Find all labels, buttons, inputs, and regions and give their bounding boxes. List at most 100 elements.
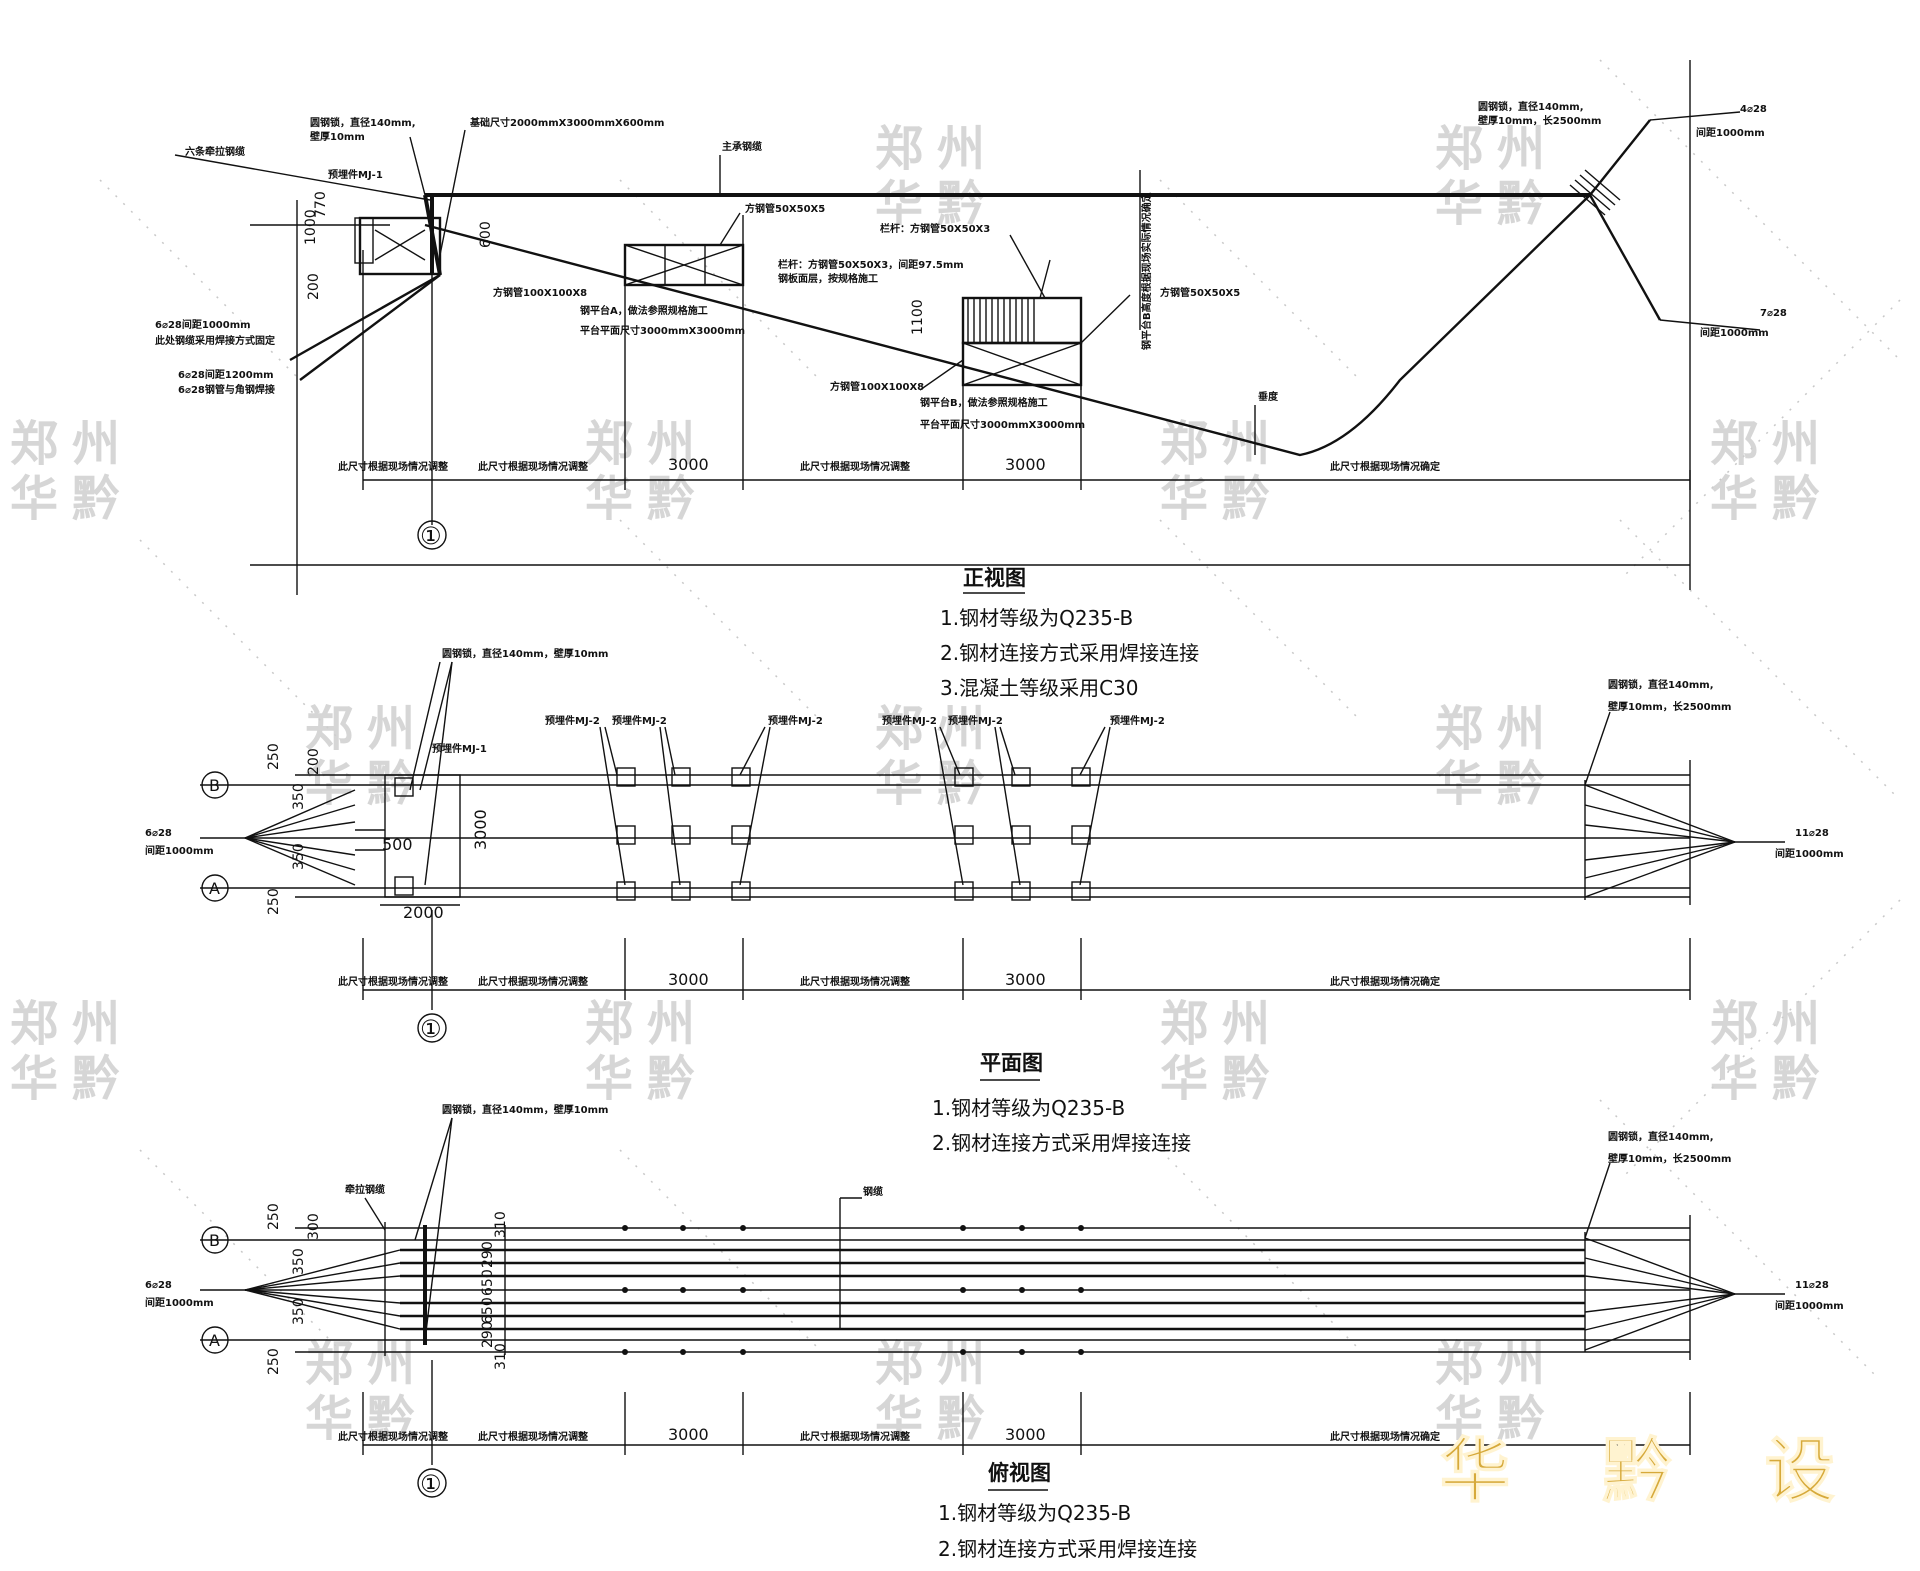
- svg-text:郑州: 郑州: [585, 996, 709, 1052]
- svg-text:钢板面层，按规格施工: 钢板面层，按规格施工: [778, 272, 878, 285]
- svg-text:2000: 2000: [403, 903, 444, 922]
- svg-text:650: 650: [480, 1269, 496, 1296]
- svg-text:此尺寸根据现场情况调整: 此尺寸根据现场情况调整: [478, 460, 588, 473]
- svg-text:华黔: 华黔: [875, 176, 999, 232]
- svg-text:间距1000mm: 间距1000mm: [145, 844, 214, 857]
- foundation-block: [358, 216, 442, 276]
- svg-text:此处钢缆采用焊接方式固定: 此处钢缆采用焊接方式固定: [155, 334, 275, 347]
- svg-text:郑州: 郑州: [305, 1336, 429, 1392]
- svg-text:350: 350: [291, 1298, 307, 1325]
- svg-text:此尺寸根据现场情况调整: 此尺寸根据现场情况调整: [338, 975, 448, 988]
- svg-text:3000: 3000: [471, 809, 490, 850]
- svg-text:华黔: 华黔: [1435, 1391, 1559, 1447]
- svg-text:6⌀28钢管与角钢焊接: 6⌀28钢管与角钢焊接: [178, 383, 275, 396]
- svg-text:此尺寸根据现场情况调整: 此尺寸根据现场情况调整: [478, 975, 588, 988]
- svg-text:壁厚10mm: 壁厚10mm: [310, 130, 365, 143]
- cable-bundle: [200, 1248, 1690, 1331]
- svg-text:间距1000mm: 间距1000mm: [145, 1296, 214, 1309]
- axis-bubble-b: [201, 771, 229, 799]
- svg-text:此尺寸根据现场情况确定: 此尺寸根据现场情况确定: [1330, 1430, 1440, 1443]
- svg-text:郑州: 郑州: [1435, 121, 1559, 177]
- svg-text:3000: 3000: [1005, 455, 1046, 474]
- plan-note-2: 2.钢材连接方式采用焊接连接: [932, 1131, 1191, 1155]
- left-cable-fan: [244, 789, 356, 886]
- svg-text:此尺寸根据现场情况调整: 此尺寸根据现场情况调整: [478, 1430, 588, 1443]
- front-note-1: 1.钢材等级为Q235-B: [940, 606, 1133, 630]
- svg-text:预埋件MJ-1: 预埋件MJ-1: [432, 742, 487, 755]
- svg-text:间距1000mm: 间距1000mm: [1775, 847, 1844, 860]
- svg-text:200: 200: [306, 748, 322, 775]
- svg-text:郑州: 郑州: [1160, 996, 1284, 1052]
- svg-text:此尺寸根据现场情况调整: 此尺寸根据现场情况调整: [338, 460, 448, 473]
- svg-text:方钢管50X50X5: 方钢管50X50X5: [1160, 286, 1240, 299]
- svg-text:间距1000mm: 间距1000mm: [1696, 126, 1765, 139]
- svg-text:①: ①: [420, 1015, 442, 1043]
- svg-text:350: 350: [291, 843, 307, 870]
- svg-text:圆钢锁，直径140mm,: 圆钢锁，直径140mm,: [1478, 100, 1584, 113]
- svg-text:基础尺寸2000mmX3000mmX600mm: 基础尺寸2000mmX3000mmX600mm: [469, 116, 664, 129]
- svg-text:650: 650: [480, 1297, 496, 1324]
- svg-text:华黔: 华黔: [10, 1051, 134, 1107]
- svg-text:A: A: [209, 1331, 220, 1350]
- svg-text:钢平台A，做法参照规格施工: 钢平台A，做法参照规格施工: [580, 304, 708, 317]
- platform-b-rail-bars: [967, 298, 1035, 343]
- platform-b-pads: [954, 767, 1091, 901]
- axis-bubble-a: [201, 874, 229, 902]
- svg-text:此尺寸根据现场情况调整: 此尺寸根据现场情况调整: [338, 1430, 448, 1443]
- svg-text:6⌀28: 6⌀28: [145, 828, 172, 839]
- svg-text:600: 600: [478, 221, 494, 248]
- svg-text:郑州: 郑州: [10, 996, 134, 1052]
- svg-text:290: 290: [480, 1321, 496, 1348]
- svg-text:华黔: 华黔: [1435, 756, 1559, 812]
- svg-text:郑州: 郑州: [875, 1336, 999, 1392]
- svg-text:3000: 3000: [1005, 1425, 1046, 1444]
- top-note-1: 1.钢材等级为Q235-B: [938, 1501, 1131, 1525]
- brand-logo: 华 黔 设 计: [1440, 1429, 1920, 1512]
- left-cable-fan-top: [244, 1249, 401, 1330]
- svg-text:300: 300: [306, 1213, 322, 1240]
- embed-mj1: [384, 774, 461, 898]
- right-cable-fan-top: [1584, 1162, 1785, 1352]
- svg-text:预埋件MJ-2: 预埋件MJ-2: [545, 714, 600, 727]
- svg-text:11⌀28: 11⌀28: [1795, 1280, 1829, 1291]
- sag-cable: [424, 194, 1591, 457]
- front-note-2: 2.钢材连接方式采用焊接连接: [940, 641, 1199, 665]
- svg-text:方钢管100X100X8: 方钢管100X100X8: [493, 286, 587, 299]
- svg-text:华黔: 华黔: [1435, 176, 1559, 232]
- svg-text:华黔: 华黔: [585, 1051, 709, 1107]
- svg-text:华黔: 华黔: [305, 1391, 429, 1447]
- front-view-title: 正视图: [963, 566, 1026, 590]
- svg-text:7⌀28: 7⌀28: [1760, 308, 1787, 319]
- svg-text:华黔: 华黔: [1160, 1051, 1284, 1107]
- svg-text:此尺寸根据现场情况调整: 此尺寸根据现场情况调整: [800, 460, 910, 473]
- top-note-2: 2.钢材连接方式采用焊接连接: [938, 1537, 1197, 1561]
- svg-text:预埋件MJ-2: 预埋件MJ-2: [1110, 714, 1165, 727]
- svg-text:3000: 3000: [668, 970, 709, 989]
- svg-text:郑州: 郑州: [1710, 416, 1834, 472]
- plan-note-1: 1.钢材等级为Q235-B: [932, 1096, 1125, 1120]
- svg-text:3000: 3000: [668, 1425, 709, 1444]
- svg-text:郑州: 郑州: [875, 701, 999, 757]
- svg-text:华黔: 华黔: [10, 471, 134, 527]
- axis-bubble-b-top: [201, 1226, 229, 1254]
- top-view-title: 俯视图: [988, 1461, 1051, 1485]
- svg-text:6⌀28间距1200mm: 6⌀28间距1200mm: [178, 368, 274, 381]
- front-view: 圆钢锁，直径140mm, 壁厚10mm 六条牵拉钢缆 预埋件MJ-1 基础尺寸2…: [155, 60, 1787, 700]
- svg-text:华黔: 华黔: [305, 756, 429, 812]
- svg-text:牵拉钢缆: 牵拉钢缆: [345, 1183, 385, 1196]
- svg-text:350: 350: [291, 1248, 307, 1275]
- svg-text:250: 250: [266, 743, 282, 770]
- svg-text:华黔: 华黔: [875, 756, 999, 812]
- svg-text:B: B: [209, 776, 220, 795]
- svg-text:郑州: 郑州: [1160, 416, 1284, 472]
- svg-text:1000: 1000: [303, 209, 319, 245]
- svg-text:圆钢锁，直径140mm，壁厚10mm: 圆钢锁，直径140mm，壁厚10mm: [442, 1103, 608, 1116]
- svg-text:1100: 1100: [910, 299, 926, 335]
- svg-text:郑州: 郑州: [585, 416, 709, 472]
- svg-text:770: 770: [313, 191, 329, 218]
- svg-text:290: 290: [480, 1241, 496, 1268]
- svg-text:间距1000mm: 间距1000mm: [1775, 1299, 1844, 1312]
- svg-text:200: 200: [306, 273, 322, 300]
- svg-text:250: 250: [266, 1348, 282, 1375]
